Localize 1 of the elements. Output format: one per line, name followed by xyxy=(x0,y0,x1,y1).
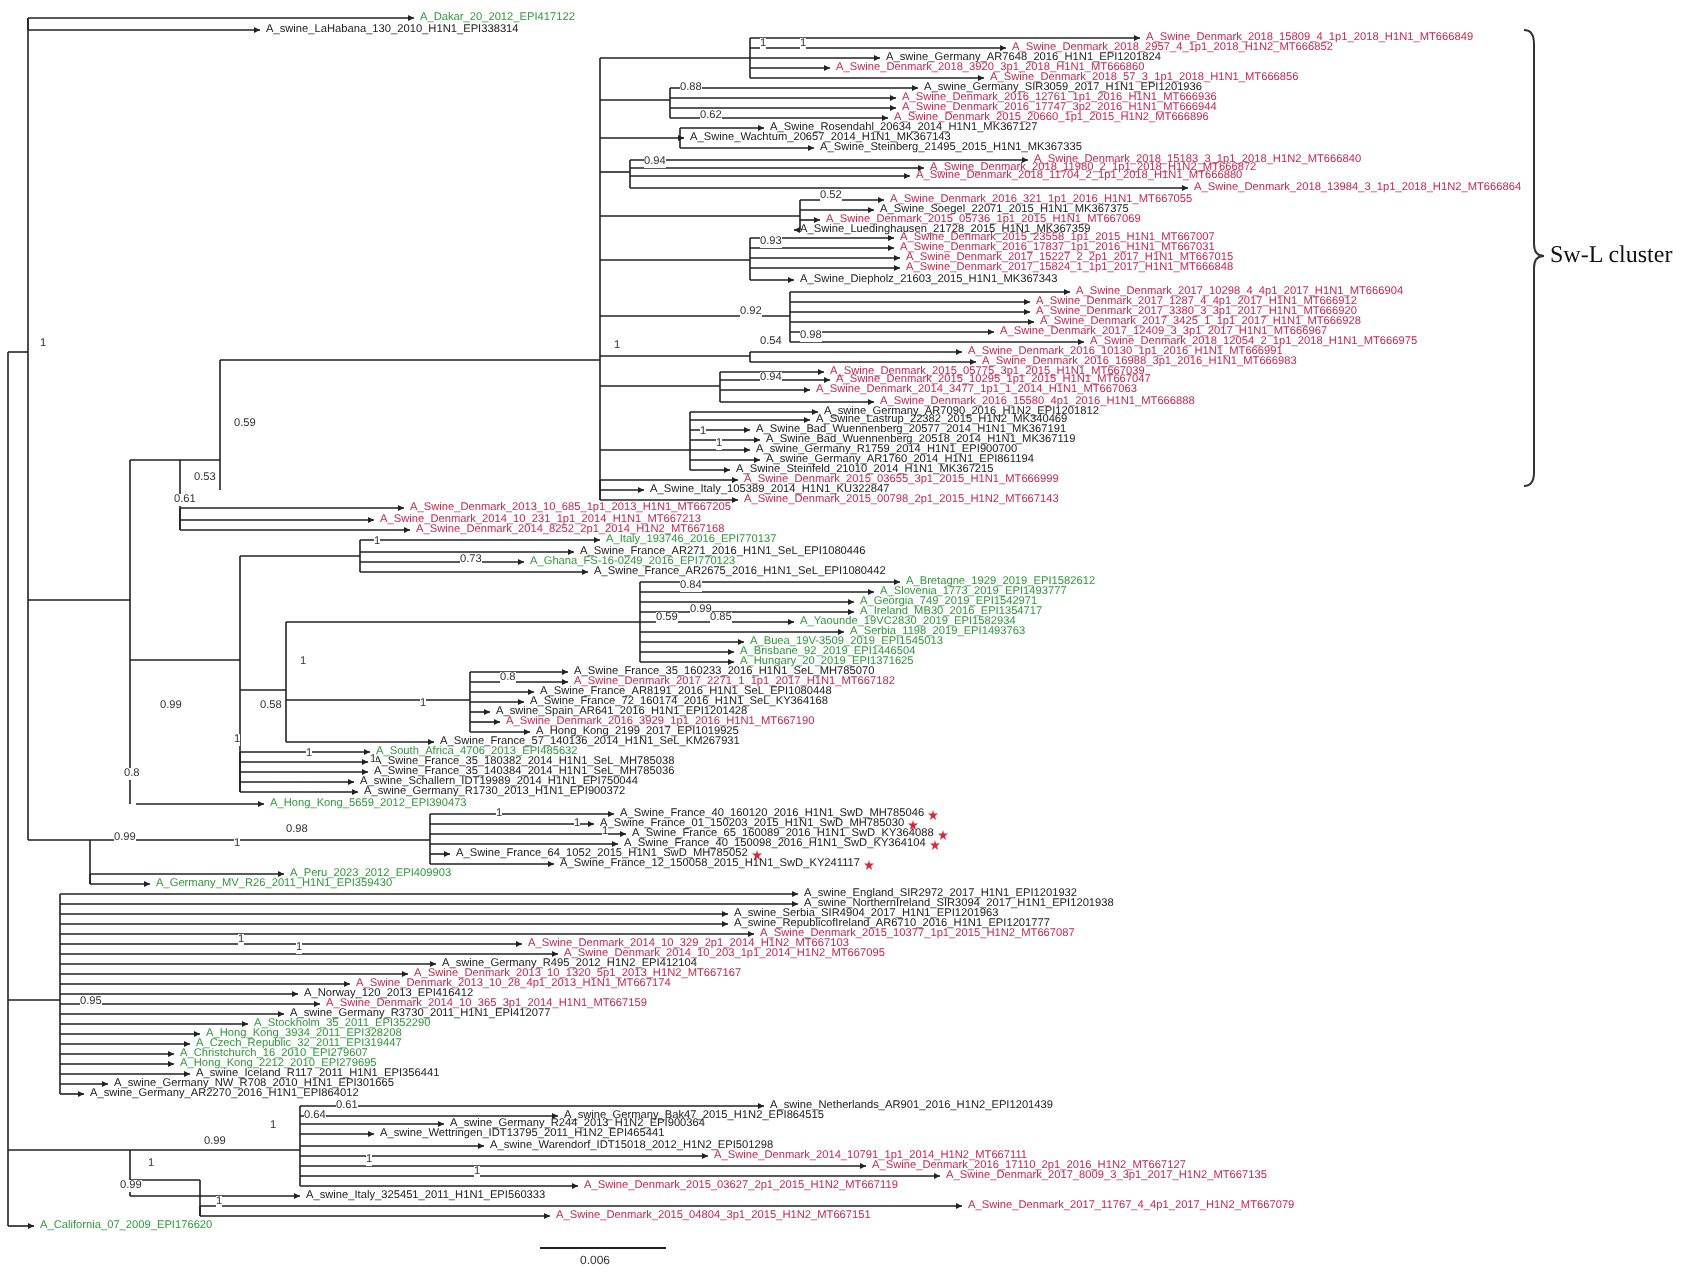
cluster-label: Sw-L cluster xyxy=(1550,240,1673,270)
